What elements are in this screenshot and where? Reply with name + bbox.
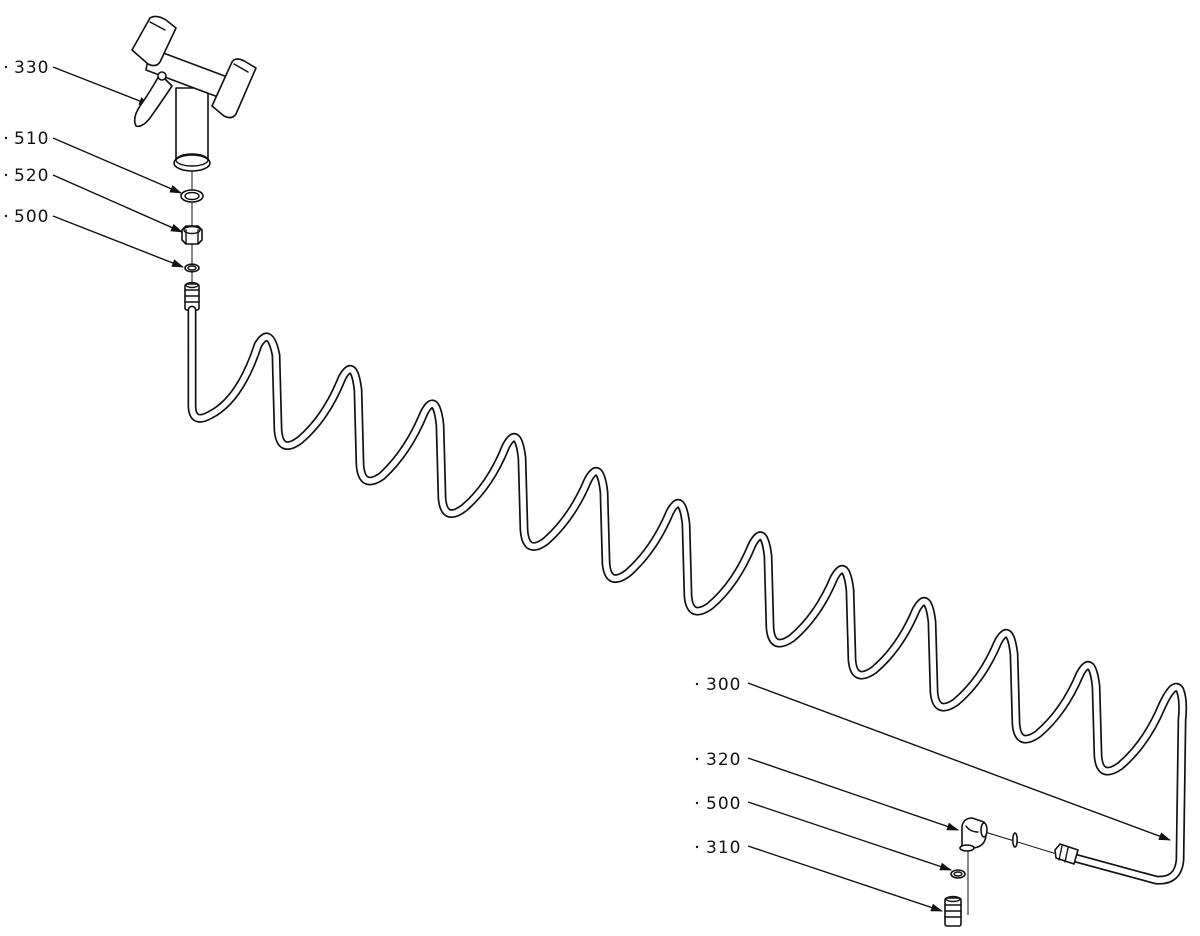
- coiled-hose-300: [187, 305, 1188, 885]
- hex-adapter-520: [181, 225, 203, 245]
- elbow-fitting-320: [959, 817, 988, 852]
- callout-310: 310: [695, 838, 943, 912]
- callout-510: 510: [4, 129, 182, 194]
- bottom-horizontal-axis: [984, 831, 1061, 856]
- callout-330-label: 330: [14, 58, 49, 78]
- callout-520: 520: [4, 166, 183, 233]
- callout-500-top-label: 500: [14, 207, 49, 227]
- o-ring-500-bottom: [950, 869, 966, 879]
- seal-ring-510: [180, 189, 204, 203]
- callout-520-label: 520: [14, 166, 49, 186]
- o-ring-500-top: [184, 263, 200, 273]
- hose-bottom-fitting: [1054, 843, 1079, 865]
- callout-510-label: 510: [14, 129, 49, 149]
- callout-310-label: 310: [706, 838, 741, 858]
- hose-top-fitting: [184, 281, 200, 311]
- callout-320-label: 320: [706, 750, 741, 770]
- callout-300: 300: [695, 675, 1171, 841]
- callout-500-top: 500: [4, 207, 184, 268]
- callout-330: 330: [4, 58, 151, 106]
- callout-300-label: 300: [706, 675, 741, 695]
- inline-seal: [1011, 832, 1018, 848]
- callout-500-bottom-label: 500: [706, 794, 741, 814]
- callout-500-bottom: 500: [695, 794, 952, 871]
- callout-320: 320: [695, 750, 959, 831]
- connector-310: [944, 895, 962, 927]
- spray-gun-330: [131, 15, 257, 172]
